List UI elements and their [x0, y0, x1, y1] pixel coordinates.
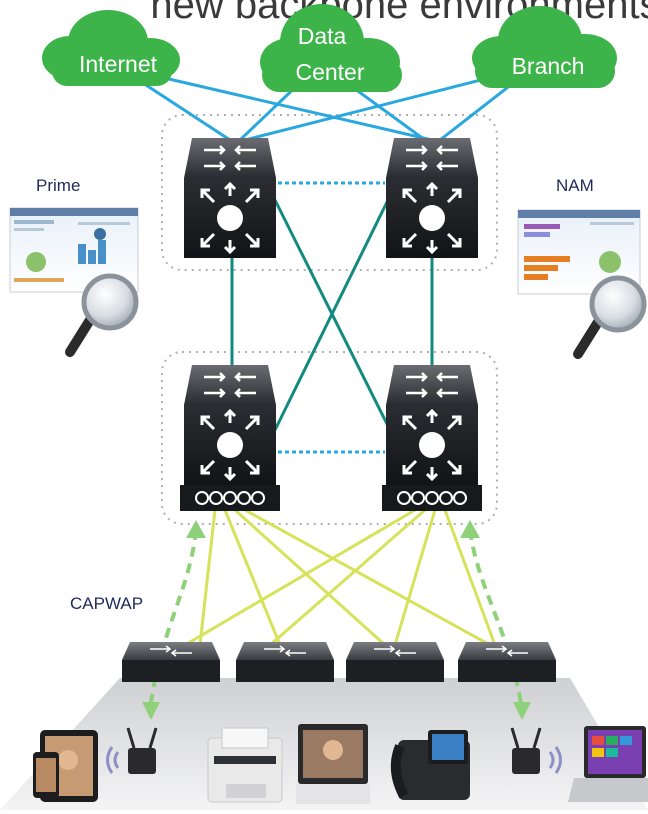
- core-switch-left: [184, 138, 276, 258]
- core-distribution-links: [230, 199, 434, 431]
- cloud-branch: [472, 6, 617, 88]
- nam-label: NAM: [556, 176, 594, 195]
- ip-phone-icon: [390, 730, 470, 800]
- laptop-icon: [568, 726, 648, 802]
- tablet-phone-icon: [33, 730, 98, 802]
- cloud-data-center: [260, 4, 402, 92]
- access-switch-2: [236, 642, 334, 682]
- distribution-group-outline: [161, 351, 498, 525]
- cloud-data-center-label-line2: Center: [295, 59, 364, 85]
- capwap-arrowheads: [142, 520, 531, 720]
- wireless-access-point-icon-right: [510, 727, 562, 774]
- capwap-tunnels: [148, 529, 524, 711]
- distribution-switch-right: [382, 365, 482, 511]
- printer-icon: [207, 727, 283, 803]
- video-endpoint-icon: [296, 724, 370, 804]
- cloud-internet: [42, 10, 180, 86]
- cloud-internet-label: Internet: [79, 51, 158, 77]
- core-switch-right: [386, 138, 478, 258]
- access-switch-1: [122, 642, 220, 682]
- distribution-switch-left: [180, 365, 280, 511]
- cloud-data-center-label-line1: Data: [298, 23, 347, 49]
- wireless-access-point-icon-left: [106, 727, 158, 774]
- capwap-label: CAPWAP: [70, 594, 143, 613]
- magnifying-glass-icon: [65, 273, 139, 357]
- cloud-branch-label: Branch: [512, 53, 585, 79]
- access-switch-4: [458, 642, 556, 682]
- access-links: [184, 508, 497, 647]
- prime-dashboard-screenshot: [9, 207, 139, 293]
- prime-label: Prime: [36, 176, 80, 195]
- magnifying-glass-icon: [573, 275, 647, 359]
- access-switch-3: [346, 642, 444, 682]
